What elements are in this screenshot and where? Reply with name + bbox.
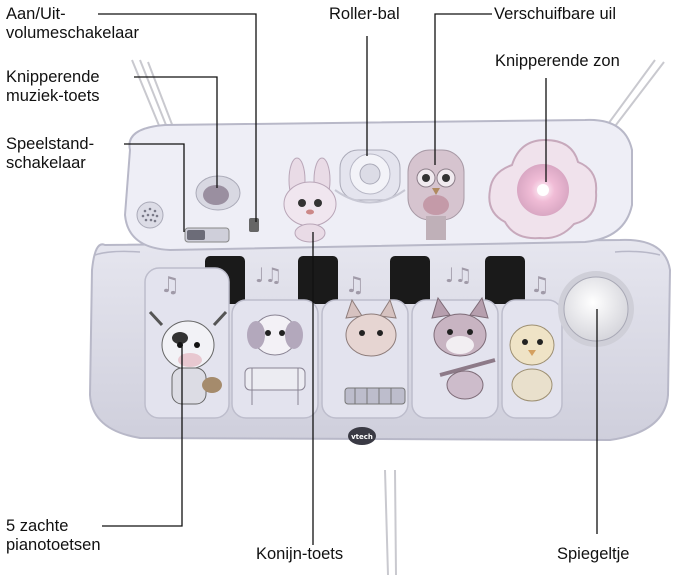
label-roller-ball: Roller-bal [329,5,400,24]
label-piano-keys: 5 zachte pianotoetsen [6,517,101,555]
svg-text:♩♫: ♩♫ [255,263,282,287]
speaker-icon [137,202,163,228]
svg-text:vtech: vtech [351,433,373,441]
label-flashing-music-key: Knipperende muziek-toets [6,68,100,106]
label-flashing-sun: Knipperende zon [495,52,620,71]
svg-text:♫: ♫ [530,273,550,298]
label-rabbit-key: Konijn-toets [256,545,343,564]
mirror-icon [558,271,634,347]
svg-text:♫: ♫ [160,273,180,298]
roller-ball [335,150,405,203]
svg-text:♩♫: ♩♫ [445,263,472,287]
music-key [196,176,240,210]
label-power-volume: Aan/Uit- volumeschakelaar [6,5,139,43]
label-mirror: Spiegeltje [557,545,629,564]
power-volume-switch [249,218,259,232]
brand-logo: vtech [348,427,376,445]
label-sliding-owl: Verschuifbare uil [494,5,616,24]
label-mode-switch: Speelstand- schakelaar [6,135,94,173]
svg-text:♫: ♫ [345,273,365,298]
